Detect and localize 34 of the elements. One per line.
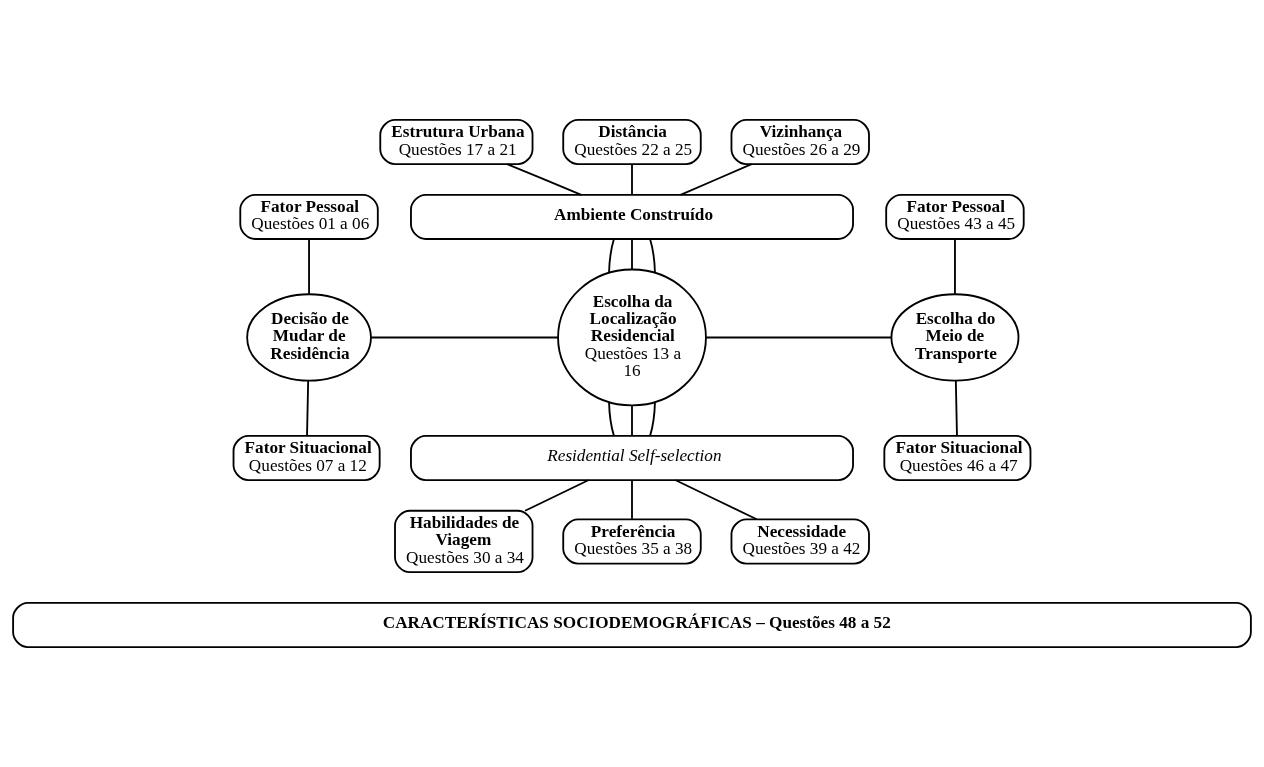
node-box: Fator Situacional Questões 07 a 12 bbox=[232, 434, 381, 481]
connector bbox=[631, 479, 633, 520]
connector bbox=[308, 238, 310, 295]
node-box: Estrutura Urbana Questões 17 a 21 bbox=[379, 119, 534, 166]
node-box: Ambiente Construído bbox=[410, 193, 854, 240]
connector bbox=[954, 238, 956, 295]
node-ellipse: Decisão de Mudar de Residência bbox=[246, 293, 372, 382]
node-box: Fator Pessoal Questões 01 a 06 bbox=[239, 193, 379, 240]
node-box: Necessidade Questões 39 a 42 bbox=[730, 518, 870, 565]
connector bbox=[369, 336, 559, 339]
connector bbox=[506, 163, 583, 196]
connector bbox=[608, 238, 615, 274]
connector bbox=[679, 163, 753, 196]
connector bbox=[631, 163, 633, 196]
connector bbox=[608, 400, 615, 437]
node-box: Fator Pessoal Questões 43 a 45 bbox=[885, 193, 1025, 240]
node-box: Preferência Questões 35 a 38 bbox=[562, 518, 702, 565]
node-box: Residential Self-selection bbox=[410, 434, 854, 481]
connector bbox=[705, 336, 893, 339]
connector bbox=[306, 380, 310, 437]
node-box: Vizinhança Questões 26 a 29 bbox=[730, 119, 870, 166]
connector bbox=[649, 238, 656, 274]
node-box: Distância Questões 22 a 25 bbox=[562, 119, 702, 166]
node-box: CARACTERÍSTICAS SOCIODEMOGRÁFICAS – Questões 48 a 52 bbox=[12, 601, 1252, 648]
node-box: Habilidades de Viagem Questões 30 a 34 bbox=[394, 509, 534, 574]
node-ellipse: Escolha do Meio de Transporte bbox=[890, 293, 1020, 382]
connector bbox=[631, 238, 633, 271]
connector bbox=[674, 479, 758, 521]
node-box: Fator Situacional Questões 46 a 47 bbox=[883, 434, 1032, 481]
node-circle: Escolha da Localização Residencial Questões 13 a 16 bbox=[557, 268, 707, 407]
connector bbox=[524, 479, 590, 512]
connector bbox=[631, 404, 633, 437]
connector bbox=[649, 400, 656, 437]
connector bbox=[954, 380, 958, 437]
